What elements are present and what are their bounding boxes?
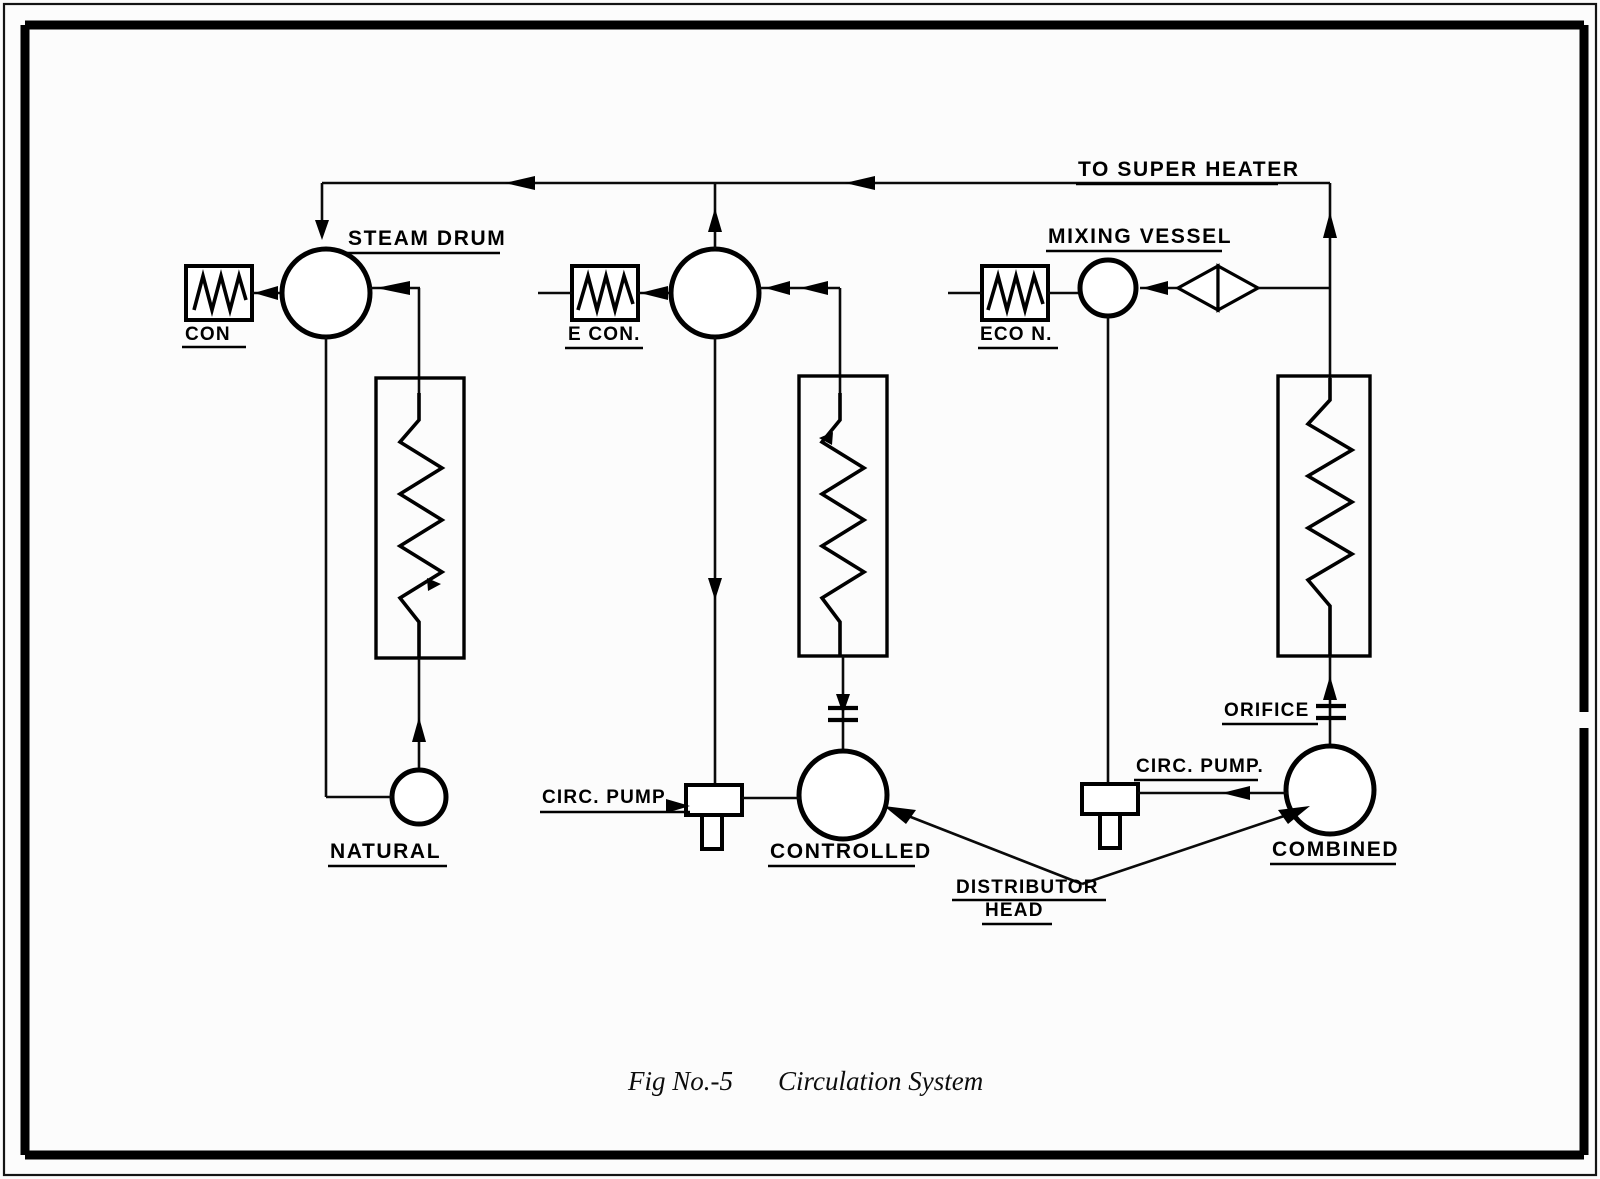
steam-drum-controlled [668,246,762,340]
econ-coil-right [986,268,1045,318]
label-mixing-vessel: MIXING VESSEL [1048,225,1232,248]
label-combined: COMBINED [1272,838,1399,861]
label-orifice: ORIFICE [1224,700,1309,721]
riser-coil-natural [396,393,446,658]
figure-caption-number: Fig No.-5 [627,1066,733,1096]
arrow-left-header-2 [845,176,875,190]
arrow-econ-mid [640,286,668,300]
circuit-natural: CON STEAM DRUM NATURAL [182,227,506,868]
circuit-combined: ECO N. MIXING VESSEL ORIFI [948,183,1399,866]
arrow-label-circ-pump-controlled [666,799,690,813]
leader-distributor-to-combined [1081,810,1297,886]
econ-coil-mid [576,268,635,318]
circuit-controlled: E CON. CONTROLLED [538,183,932,868]
circ-pump-combined-stem [1098,812,1122,850]
econ-coil-left [192,268,248,318]
arrow-up-combined-header [1323,212,1337,238]
riser-coil-controlled [818,393,868,656]
arrow-drum-outlet-controlled-b [765,281,790,295]
arrow-drum-outlet-controlled-a [800,281,828,295]
leader-distributor-to-controlled [897,810,1083,886]
arrow-down-controlled-downcomer [708,578,722,600]
label-distributor-head-line1: DISTRIBUTOR [956,877,1099,898]
arrow-down-steam-drum [315,220,329,240]
riser-box-controlled [797,374,889,658]
mixing-vessel [1077,257,1139,319]
label-distributor-head-line2: HEAD [985,900,1044,921]
arrow-distributor-combined [1278,806,1310,824]
label-steam-drum: STEAM DRUM [348,227,506,250]
arrow-up-natural-riser [412,717,426,742]
natural-header-vessel [389,767,449,827]
label-controlled: CONTROLLED [770,840,932,863]
riser-box-combined [1276,374,1372,658]
circ-pump-controlled-stem [700,813,724,851]
arrow-left-header-1 [505,176,535,190]
arrow-drum-outlet-natural [376,281,410,295]
arrow-coil-controlled [819,432,833,445]
arrow-up-controlled-header [708,208,722,232]
distributor-head-callout: DISTRIBUTOR HEAD [884,806,1310,926]
arrow-distributor-controlled [884,806,916,824]
label-econ-mid: E CON. [568,324,641,345]
figure-caption-title: Circulation System [778,1066,983,1096]
arrow-coil-natural [427,578,441,591]
combined-distributor-vessel [1283,743,1377,837]
label-econ-left: CON [185,324,231,345]
label-to-super-heater: TO SUPER HEATER [1078,158,1300,181]
arrow-into-mixing-vessel [1142,281,1168,295]
arrow-up-combined-orifice [1323,676,1337,700]
valve-left-triangle [1174,263,1220,313]
riser-coil-combined [1304,378,1356,656]
label-circ-pump-controlled: CIRC. PUMP [542,787,666,808]
circ-pump-combined-body [1080,782,1140,816]
arrow-down-controlled-orifice [836,694,850,714]
controlled-distributor-vessel [796,748,890,842]
label-econ-right: ECO N. [980,324,1053,345]
steam-drum-natural [279,246,373,340]
label-circ-pump-combined: CIRC. PUMP. [1136,756,1264,777]
arrow-econ-left [254,286,278,300]
circ-pump-controlled-body [684,783,744,817]
arrow-pump-discharge-combined [1222,786,1250,800]
valve-right-triangle [1216,263,1262,313]
label-natural: NATURAL [330,840,441,863]
